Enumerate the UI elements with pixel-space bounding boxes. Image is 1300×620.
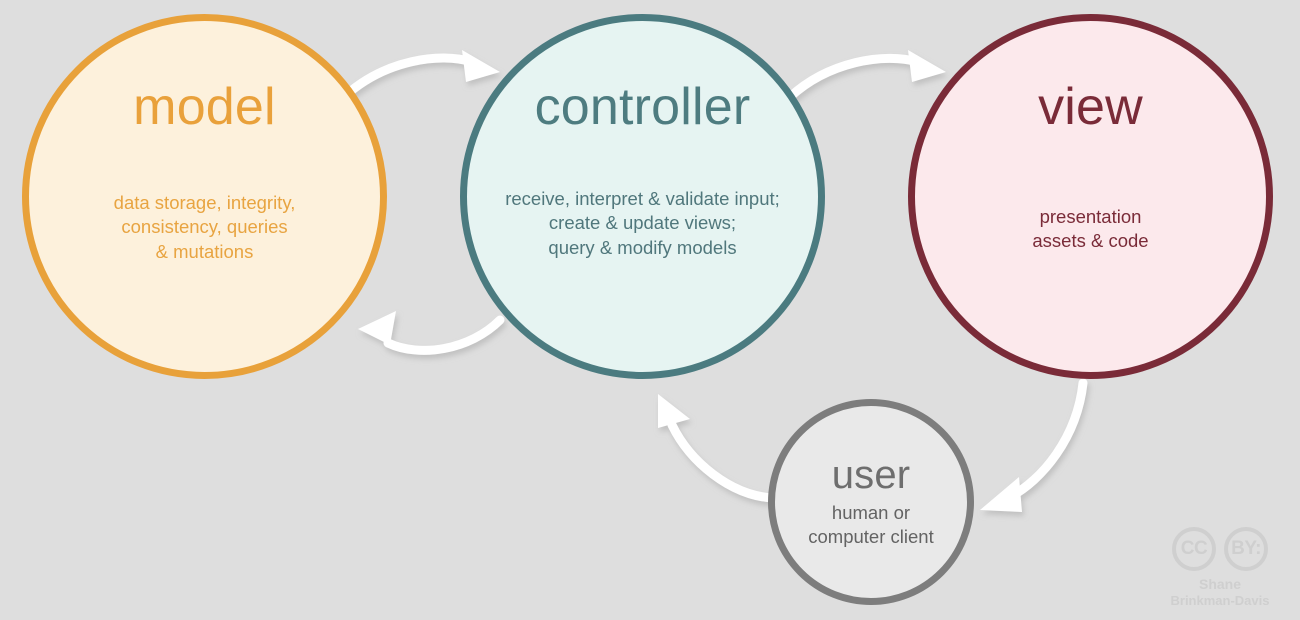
license-badge: CC BY: Shane Brinkman-Davis <box>1154 527 1286 608</box>
node-model[interactable]: model data storage, integrity, consisten… <box>22 14 387 379</box>
node-view-title: view <box>1038 78 1143 136</box>
node-controller-description: receive, interpret & validate input; cre… <box>505 188 780 258</box>
node-user-description: human or computer client <box>808 501 934 547</box>
arrow-controller-to-model <box>358 311 505 355</box>
node-model-title: model <box>133 78 276 136</box>
license-marks: CC BY: <box>1172 527 1268 572</box>
arrow-user-to-controller <box>658 394 777 503</box>
arrow-controller-to-view <box>785 50 946 102</box>
attribution-icon: BY: <box>1224 527 1268 572</box>
node-view[interactable]: view presentation assets & code <box>908 14 1273 379</box>
license-author-last: Brinkman-Davis <box>1170 592 1270 608</box>
license-author: Shane Brinkman-Davis <box>1154 576 1286 608</box>
arrow-view-to-user <box>980 378 1088 512</box>
node-user-title: user <box>831 452 911 497</box>
arrow-model-to-controller <box>340 50 500 101</box>
node-view-description: presentation assets & code <box>1032 206 1149 252</box>
license-author-first: Shane <box>1198 576 1241 593</box>
creative-commons-icon: CC <box>1172 527 1216 572</box>
node-user[interactable]: user human or computer client <box>768 399 974 605</box>
node-controller[interactable]: controller receive, interpret & validate… <box>460 14 825 379</box>
node-model-description: data storage, integrity, consistency, qu… <box>113 192 296 262</box>
node-controller-title: controller <box>534 78 751 136</box>
